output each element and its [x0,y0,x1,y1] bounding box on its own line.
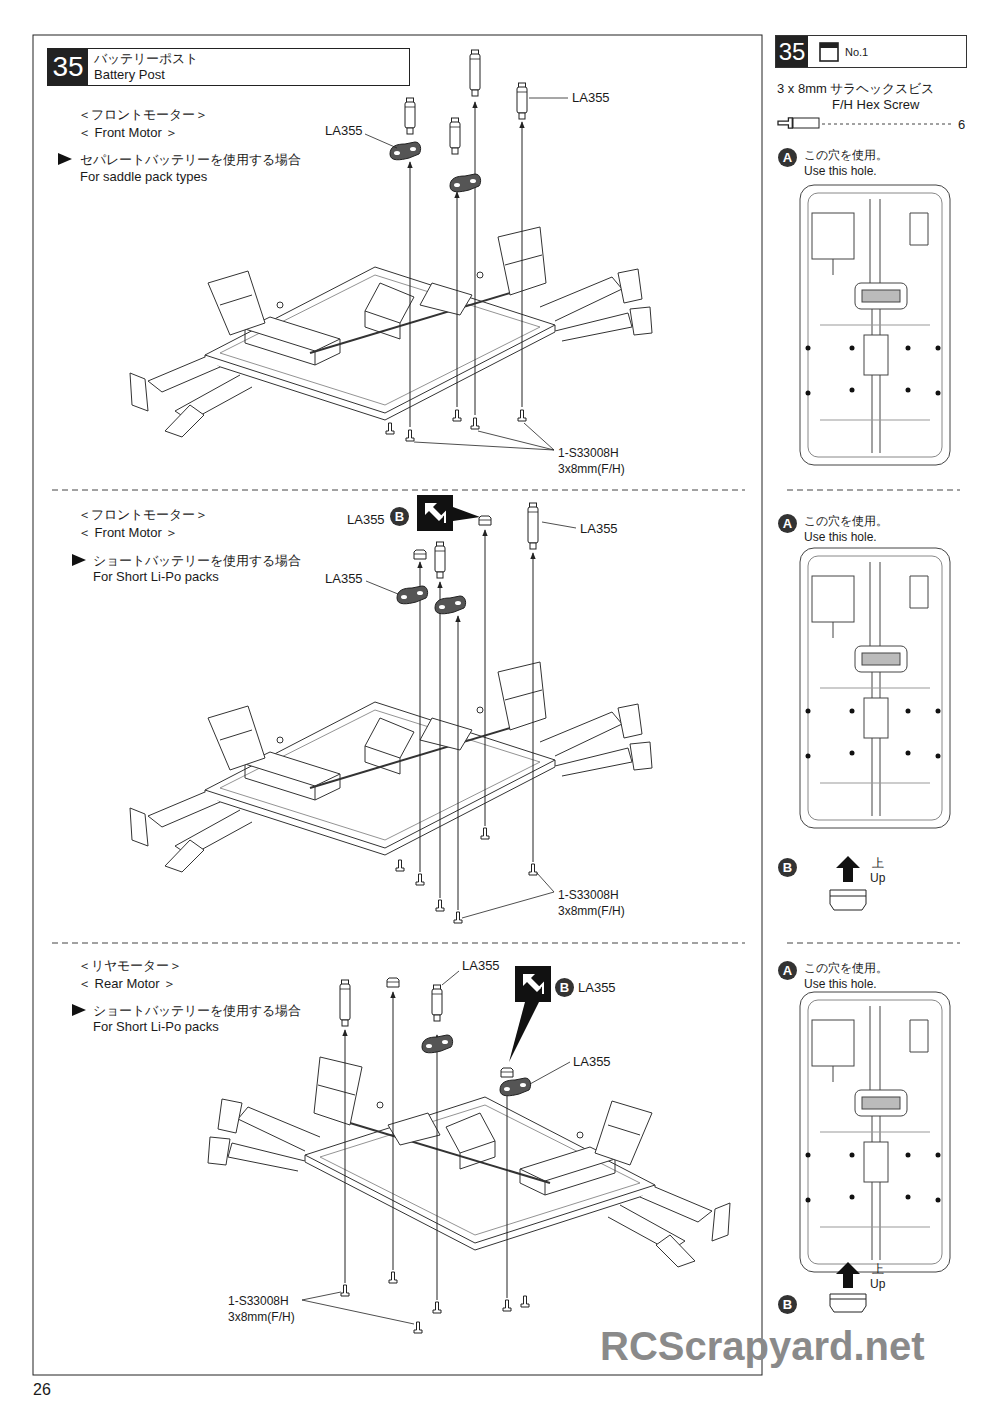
condition-note: For saddle pack types [80,169,207,185]
hole-note: Use this hole. [804,530,877,544]
title-column: バッテリーポストBattery Post [88,49,204,85]
section-heading: ＜ Front Motor ＞ [78,125,178,141]
screw-part-number: 1-S33008H [228,1294,289,1308]
detail-marker: B [778,1295,797,1314]
part-number: LA355 [325,571,363,587]
hole-note: Use this hole. [804,977,877,991]
marker-letter: A [783,517,792,530]
detail-marker: B [390,507,409,526]
section-heading: ＜ Front Motor ＞ [78,525,178,541]
part-number: LA355 [347,512,385,528]
parts-bag-icon [818,41,840,63]
quantity: 6 [958,117,965,133]
step-header: 35バッテリーポストBattery Post [47,48,410,86]
watermark: RCScrapyard.net [600,1322,925,1370]
section-heading: ＜リヤモーター＞ [78,958,182,974]
hole-marker: A [778,514,797,533]
detail-marker: B [778,858,797,877]
marker-letter: A [783,964,792,977]
hole-note: この穴を使用。 [804,514,888,528]
screw-size: 3x8mm(F/H) [558,462,625,476]
marker-letter: A [783,151,792,164]
parts-bag-header: 35 No.1 [775,35,967,68]
hole-marker: A [778,961,797,980]
marker-letter: B [395,510,404,523]
part-number: LA355 [572,90,610,106]
direction-label: 上 [872,1262,884,1276]
screw-name: 3 x 8mm サラヘックスビス [777,81,934,97]
section-heading: ＜フロントモーター＞ [78,107,208,123]
condition-note: ショートバッテリーを使用する場合 [93,1003,301,1019]
condition-note: セパレートバッテリーを使用する場合 [80,152,301,168]
part-number: LA355 [573,1054,611,1070]
step-number: 35 [48,49,88,85]
screw-size: 3x8mm(F/H) [228,1310,295,1324]
marker-letter: B [783,1298,792,1311]
condition-note: For Short Li-Po packs [93,1019,219,1035]
marker-letter: B [560,981,569,994]
direction-label: Up [870,871,885,885]
part-number: LA355 [580,521,618,537]
screw-part-number: 1-S33008H [558,446,619,460]
part-number: LA355 [325,123,363,139]
step-number: 35 [776,36,808,67]
detail-marker: B [555,978,574,997]
condition-note: For Short Li-Po packs [93,569,219,585]
section-heading: ＜ Rear Motor ＞ [78,976,176,992]
screw-name: F/H Hex Screw [832,97,919,113]
hole-note: この穴を使用。 [804,148,888,162]
page-number: 26 [33,1380,51,1399]
screw-part-number: 1-S33008H [558,888,619,902]
bag-number: No.1 [845,46,868,58]
step-title: バッテリーポスト [94,51,198,67]
direction-label: Up [870,1277,885,1291]
hole-note: Use this hole. [804,164,877,178]
section-heading: ＜フロントモーター＞ [78,507,208,523]
screw-size: 3x8mm(F/H) [558,904,625,918]
hole-note: この穴を使用。 [804,961,888,975]
step-title: Battery Post [94,67,198,83]
direction-label: 上 [872,856,884,870]
part-number: LA355 [462,958,500,974]
marker-letter: B [783,861,792,874]
part-number: LA355 [578,980,616,996]
condition-note: ショートバッテリーを使用する場合 [93,553,301,569]
hole-marker: A [778,148,797,167]
